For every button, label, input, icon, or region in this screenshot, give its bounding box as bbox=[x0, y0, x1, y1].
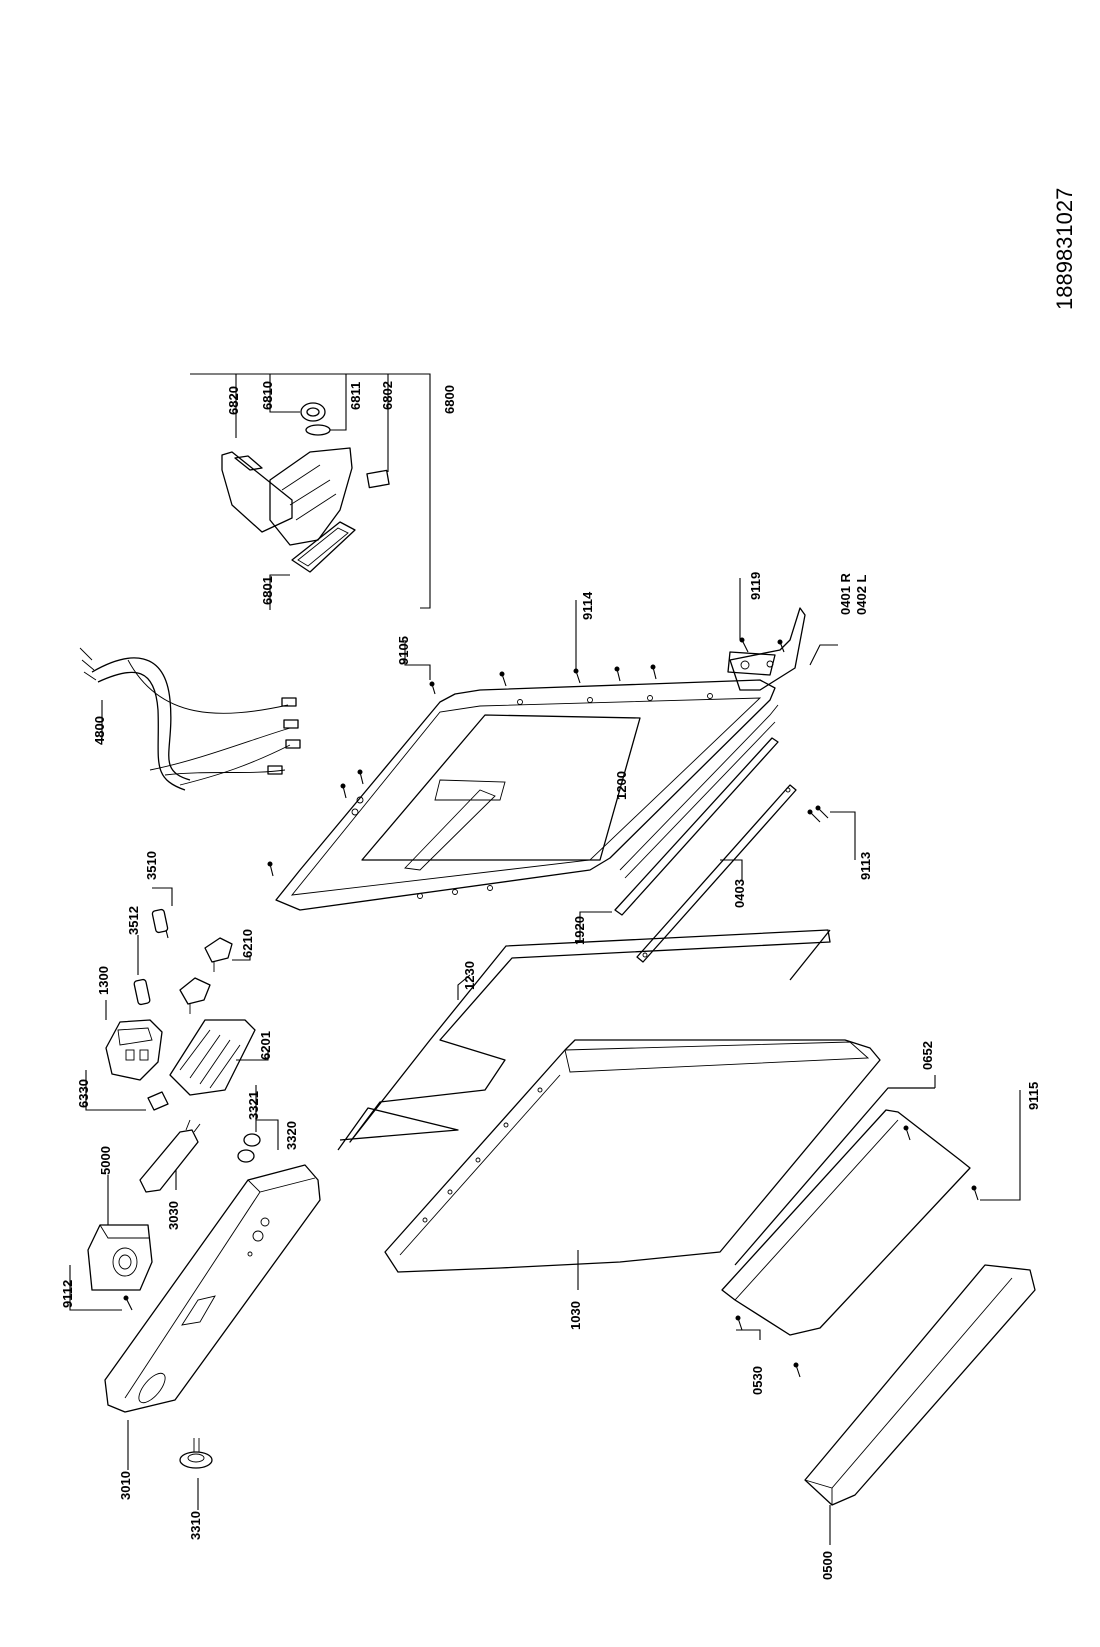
part-3310-knob bbox=[179, 1438, 213, 1510]
part-0401-0402-hinge bbox=[727, 578, 838, 691]
part-1230-gasket bbox=[337, 929, 831, 1151]
label-9113: 9113 bbox=[858, 852, 873, 880]
label-6800: 6800 bbox=[442, 385, 457, 414]
label-6201: 6201 bbox=[258, 1031, 273, 1060]
label-6210: 6210 bbox=[240, 929, 255, 958]
part-1030-outer-door bbox=[384, 1039, 881, 1290]
part-0530-kick-plate bbox=[721, 1090, 1021, 1378]
screw-9112 bbox=[69, 1265, 133, 1311]
part-1300-module bbox=[105, 1000, 163, 1081]
part-3010-control-panel bbox=[104, 1164, 321, 1470]
label-6811: 6811 bbox=[348, 382, 363, 410]
label-3010: 3010 bbox=[118, 1471, 133, 1500]
label-0530: 0530 bbox=[750, 1366, 765, 1395]
part-4800-cable-harness bbox=[79, 647, 301, 791]
label-3030: 3030 bbox=[166, 1201, 181, 1230]
label-3321: 3321 bbox=[246, 1091, 261, 1120]
part-3512-sensor bbox=[133, 935, 151, 1006]
label-6810: 6810 bbox=[260, 381, 275, 410]
label-9119: 9119 bbox=[748, 572, 763, 600]
label-6801: 6801 bbox=[260, 576, 275, 605]
label-3512: 3512 bbox=[126, 906, 141, 935]
label-3510: 3510 bbox=[144, 851, 159, 880]
label-9105: 9105 bbox=[396, 636, 411, 665]
label-0401: 0401 R bbox=[838, 572, 853, 615]
label-9115: 9115 bbox=[1026, 1082, 1041, 1110]
part-0500-plinth bbox=[804, 1264, 1036, 1545]
part-3321-3320-caps bbox=[237, 1085, 279, 1163]
label-6820: 6820 bbox=[226, 386, 241, 415]
part-6210-switches bbox=[179, 937, 251, 1014]
label-0402: 0402 L bbox=[854, 574, 869, 615]
label-6330: 6330 bbox=[76, 1079, 91, 1108]
label-0652: 0652 bbox=[920, 1041, 935, 1070]
label-0500: 0500 bbox=[820, 1551, 835, 1580]
part-3510-sensor bbox=[151, 887, 173, 939]
label-6802: 6802 bbox=[380, 381, 395, 410]
label-1920: 1920 bbox=[572, 916, 587, 945]
part-6330-clip bbox=[85, 1070, 169, 1111]
part-3030-actuator bbox=[139, 1119, 201, 1193]
part-6800-assembly bbox=[190, 373, 431, 610]
label-1030: 1030 bbox=[568, 1301, 583, 1330]
label-9114: 9114 bbox=[580, 591, 595, 620]
label-1200: 1200 bbox=[614, 771, 629, 800]
label-3310: 3310 bbox=[188, 1511, 203, 1540]
label-0403: 0403 bbox=[732, 879, 747, 908]
part-6201-switch-block bbox=[169, 1019, 269, 1096]
part-5000-dispenser bbox=[87, 1175, 153, 1291]
document-number: 1889831027 bbox=[1052, 188, 1077, 310]
part-0652-strip bbox=[734, 1075, 936, 1266]
label-1300: 1300 bbox=[96, 966, 111, 995]
part-1200-inner-door bbox=[267, 600, 779, 911]
part-0403-strip bbox=[636, 784, 856, 963]
label-4800: 4800 bbox=[92, 716, 107, 745]
screws-9114 bbox=[267, 664, 657, 877]
label-3320: 3320 bbox=[284, 1121, 299, 1150]
label-5000: 5000 bbox=[98, 1146, 113, 1175]
part-1920-bar bbox=[579, 737, 779, 940]
label-1230: 1230 bbox=[462, 961, 477, 990]
label-9112: 9112 bbox=[60, 1280, 75, 1308]
